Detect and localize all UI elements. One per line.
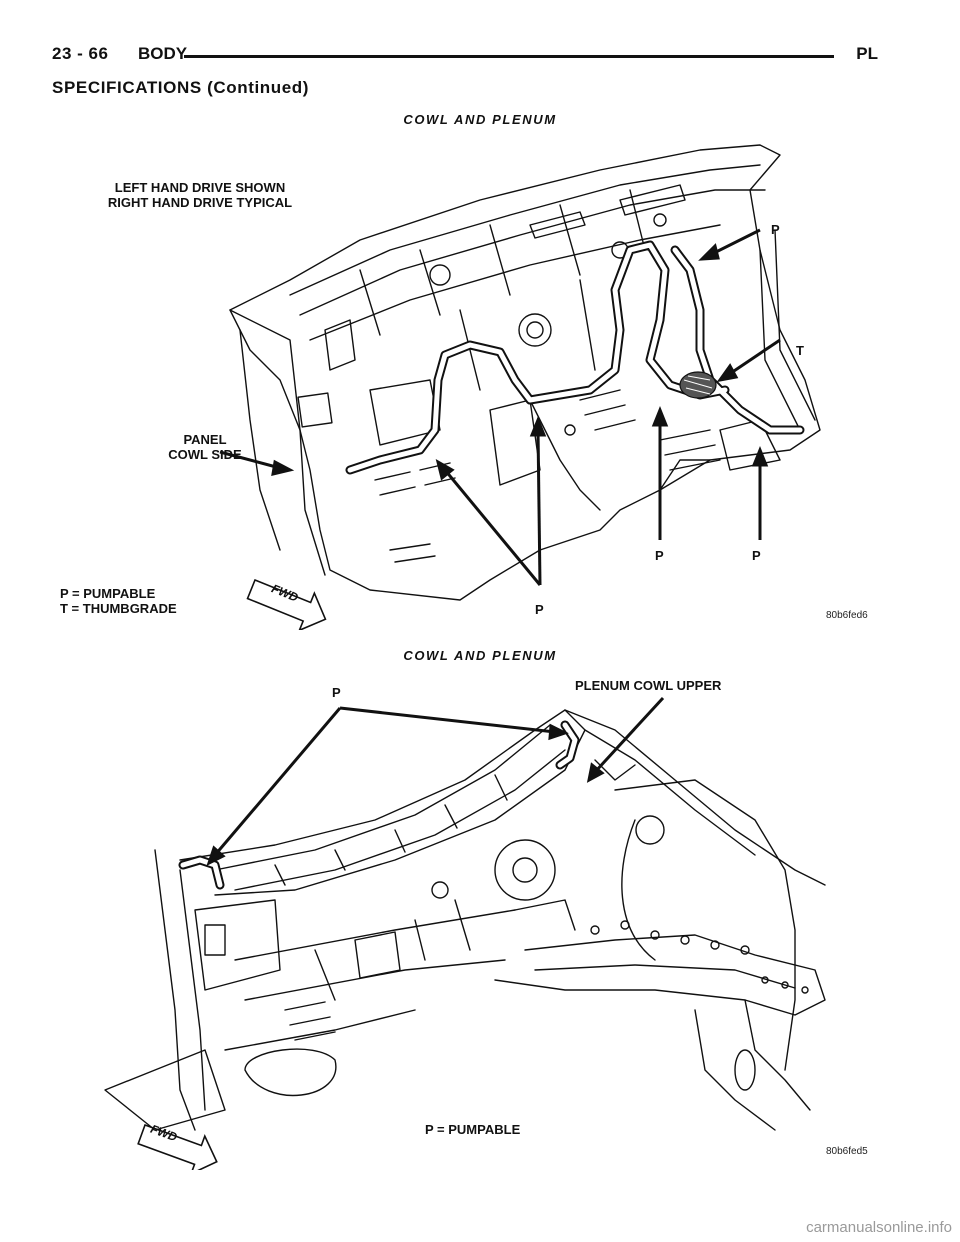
figure2-title: COWL AND PLENUM: [403, 648, 557, 663]
figure1-drive-note: LEFT HAND DRIVE SHOWN RIGHT HAND DRIVE T…: [80, 180, 320, 210]
figure1-legend-line1: P = PUMPABLE: [60, 586, 156, 601]
figure1-note-line1: LEFT HAND DRIVE SHOWN: [114, 180, 286, 195]
figure1-note-line2: RIGHT HAND DRIVE TYPICAL: [107, 195, 293, 210]
figure1-panel-line1: PANEL: [183, 432, 227, 447]
figure2-callout-p: P: [332, 685, 341, 700]
figure1-legend: P = PUMPABLE T = THUMBGRADE: [60, 586, 177, 616]
figure2-illustration: [95, 670, 835, 1170]
figure2-code: 80b6fed5: [826, 1146, 868, 1157]
page-number: 23 - 66: [52, 44, 109, 63]
figure1-illustration: [60, 130, 880, 630]
figure2-plenum-label: PLENUM COWL UPPER: [575, 678, 722, 693]
specifications-heading: SPECIFICATIONS (Continued): [52, 78, 310, 97]
figure1-callout-t: T: [796, 343, 804, 358]
figure2-legend: P = PUMPABLE: [425, 1122, 521, 1137]
figure1-panel-label: PANEL COWL SIDE: [150, 432, 260, 462]
header-rule: [184, 55, 834, 58]
figure1-panel-line2: COWL SIDE: [168, 447, 242, 462]
figure1-callout-p-right: P: [752, 548, 761, 563]
figure1-callout-p-bottom: P: [535, 602, 544, 617]
figure1-code: 80b6fed6: [826, 610, 868, 621]
page-header: 23 - 66 BODY PL: [52, 40, 878, 70]
section-name: BODY: [138, 44, 188, 63]
figure1-title: COWL AND PLENUM: [403, 112, 557, 127]
watermark: carmanualsonline.info: [806, 1219, 952, 1236]
model-code: PL: [856, 44, 878, 63]
figure1-callout-p-top: P: [771, 222, 780, 237]
figure1-callout-p-left: P: [655, 548, 664, 563]
figure1-legend-line2: T = THUMBGRADE: [60, 601, 177, 616]
